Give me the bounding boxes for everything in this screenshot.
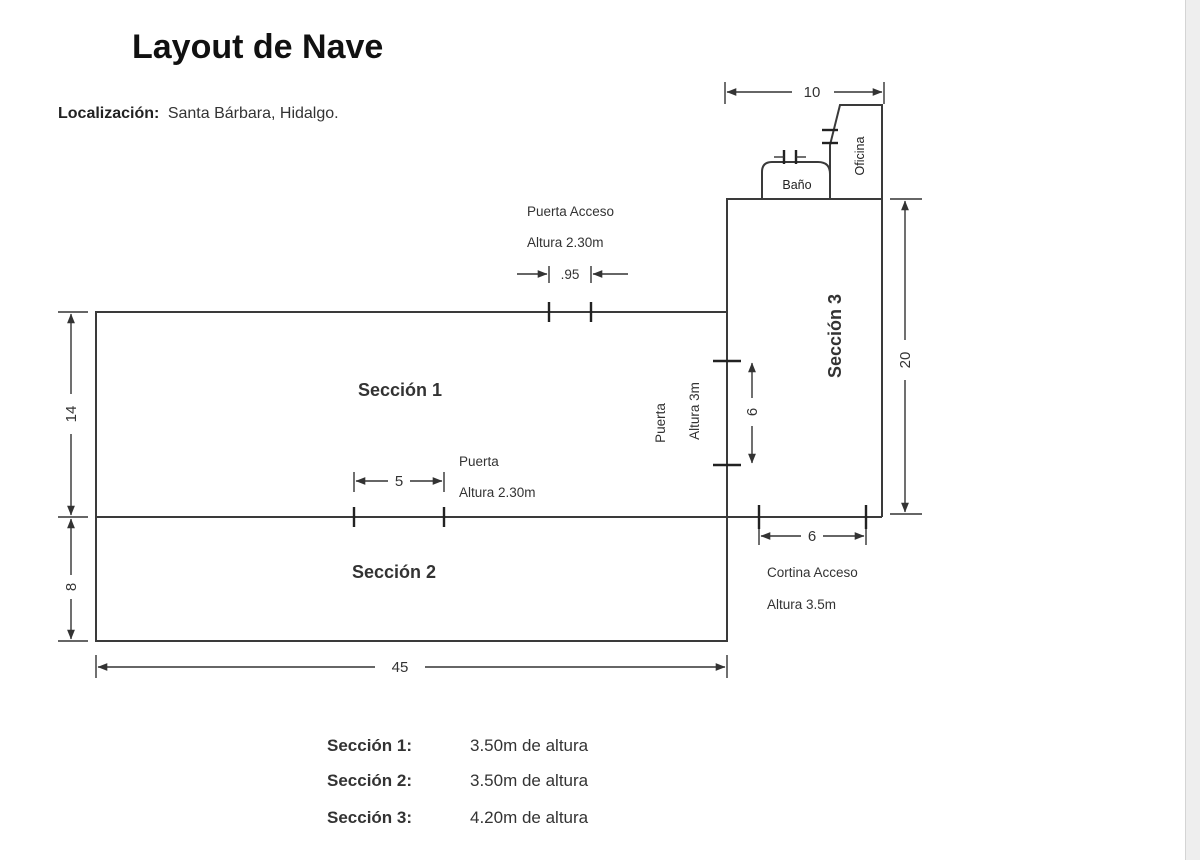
bathroom-label: Baño	[782, 178, 811, 192]
door-height: Altura 2.30m	[459, 485, 536, 500]
internal-door-height: Altura 3m	[687, 382, 702, 440]
door-title: Puerta	[459, 454, 499, 469]
dim-office-width-value: 10	[804, 84, 821, 101]
section-3-outline	[726, 198, 883, 517]
height-legend: Sección 1: 3.50m de altura Sección 2: 3.…	[327, 736, 589, 827]
dim-internal-door-value: 6	[744, 408, 761, 416]
legend-label-1: Sección 1:	[327, 736, 412, 755]
legend-label-2: Sección 2:	[327, 771, 412, 790]
access-door-height: Altura 2.30m	[527, 235, 604, 250]
dimension-curtain: 6	[758, 528, 867, 545]
section-1-label: Sección 1	[358, 380, 442, 400]
sections-1-2-outline	[95, 311, 728, 642]
dimension-total-length: 45	[95, 655, 728, 678]
legend-value-1: 3.50m de altura	[470, 736, 589, 755]
dimension-door: 5	[353, 472, 445, 492]
curtain-title: Cortina Acceso	[767, 565, 858, 580]
location-label: Localización:	[58, 105, 159, 122]
curtain-height: Altura 3.5m	[767, 597, 836, 612]
dimension-section1-depth: 14	[58, 311, 88, 518]
section-2-label: Sección 2	[352, 562, 436, 582]
dimension-access-door: .95	[517, 266, 628, 283]
section-3-label: Sección 3	[825, 294, 845, 378]
location-value: Santa Bárbara, Hidalgo.	[168, 105, 339, 122]
legend-value-3: 4.20m de altura	[470, 808, 589, 827]
dim-access-door-value: .95	[561, 267, 580, 282]
dimension-internal-door: 6	[744, 362, 761, 464]
office-outline	[829, 104, 883, 199]
legend-label-3: Sección 3:	[327, 808, 412, 827]
dimension-section2-depth: 8	[58, 518, 88, 642]
building-walls	[95, 104, 883, 642]
dimension-office-width: 10	[724, 82, 885, 104]
dim-section2-depth-value: 8	[63, 583, 80, 591]
dim-total-length-value: 45	[392, 659, 409, 676]
dim-section3-depth-value: 20	[897, 352, 914, 369]
internal-door-title: Puerta	[653, 403, 668, 443]
location-line: Localización: Santa Bárbara, Hidalgo.	[58, 105, 339, 122]
dimension-section3-depth: 20	[890, 198, 922, 515]
dim-curtain-value: 6	[808, 528, 816, 545]
legend-value-2: 3.50m de altura	[470, 771, 589, 790]
page-title: Layout de Nave	[132, 28, 383, 66]
dim-section1-depth-value: 14	[63, 406, 80, 423]
dim-door-value: 5	[395, 473, 403, 490]
door-marks	[352, 128, 868, 529]
access-door-title: Puerta Acceso	[527, 204, 614, 219]
office-label: Oficina	[853, 137, 867, 176]
